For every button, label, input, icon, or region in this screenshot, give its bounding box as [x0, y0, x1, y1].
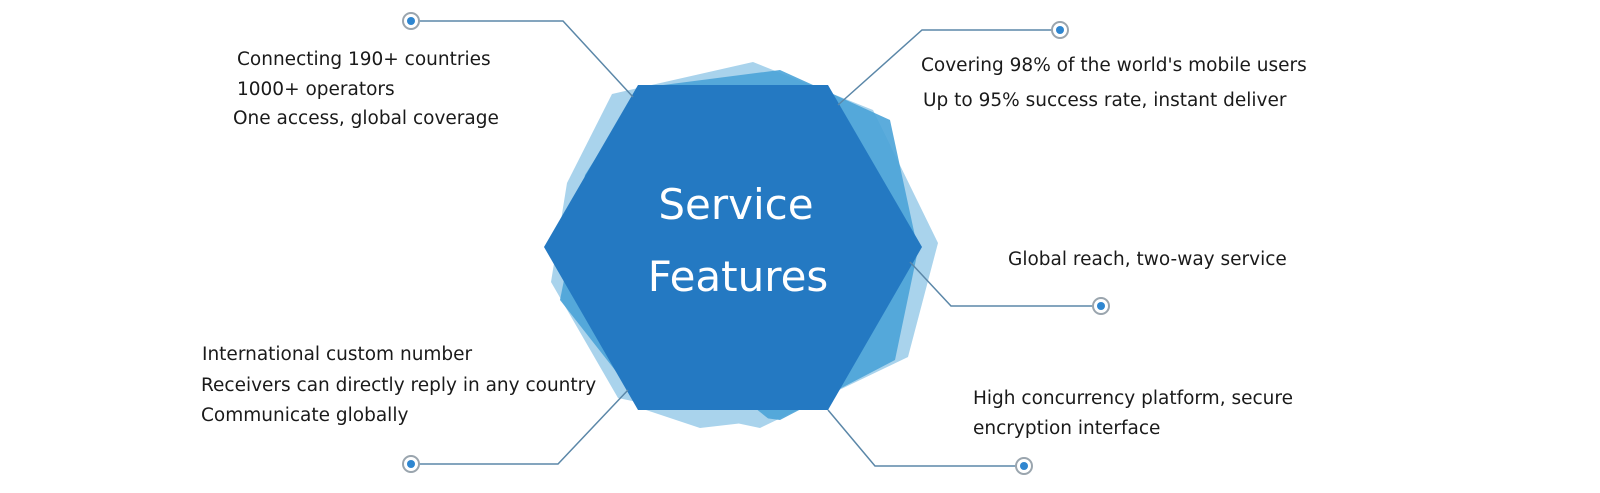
connector-top-right [837, 29, 1060, 106]
endpoint-dot-bottom-right [1015, 457, 1033, 475]
feature-top-right-line-2: Up to 95% success rate, instant deliver [923, 90, 1287, 111]
feature-bottom-right-line-1: High concurrency platform, secure [973, 388, 1293, 409]
endpoint-dot-top-left [402, 12, 420, 30]
endpoint-dot-bottom-left [402, 455, 420, 473]
feature-bottom-left-line-3: Communicate globally [201, 405, 409, 426]
connector-bottom-left [413, 389, 629, 465]
endpoint-dot-mid-right [1092, 297, 1110, 315]
feature-top-left-line-2: 1000+ operators [237, 79, 395, 100]
feature-mid-right-line-1: Global reach, two-way service [1008, 249, 1287, 270]
feature-top-left-line-1: Connecting 190+ countries [237, 49, 491, 70]
connector-top-left [413, 20, 634, 98]
endpoint-dot-top-right [1051, 21, 1069, 39]
feature-bottom-left-line-2: Receivers can directly reply in any coun… [201, 375, 597, 396]
feature-top-left-line-3: One access, global coverage [233, 108, 499, 129]
connector-mid-right [909, 261, 1100, 307]
feature-bottom-right-line-2: encryption interface [973, 418, 1161, 439]
hexagon-main [544, 85, 922, 410]
center-title-line-1: Service [658, 180, 814, 229]
feature-top-right-line-1: Covering 98% of the world's mobile users [921, 55, 1307, 76]
feature-bottom-left-line-1: International custom number [202, 344, 473, 365]
center-title-line-2: Features [647, 252, 829, 301]
connector-bottom-right [827, 409, 1024, 467]
